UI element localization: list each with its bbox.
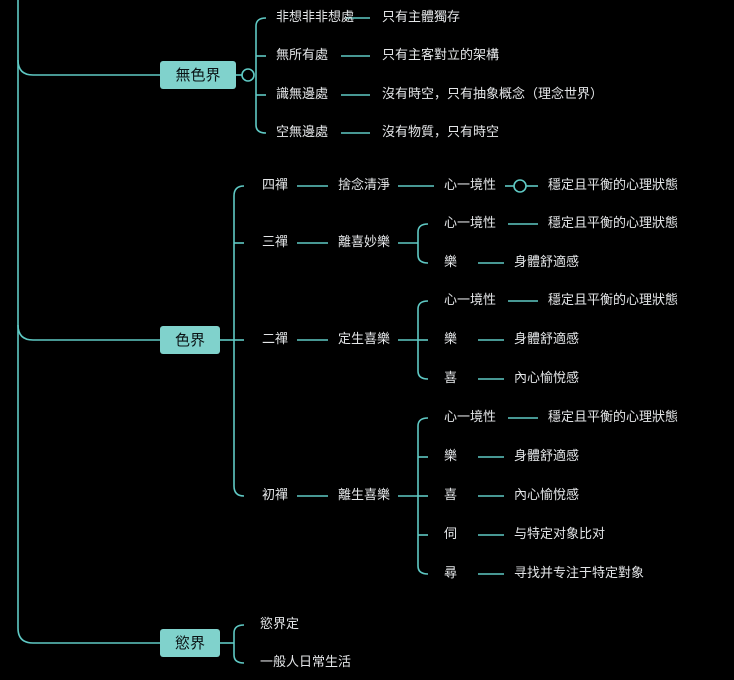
collapse-toggle-circle: [241, 68, 255, 82]
collapse-toggle-circle: [513, 179, 527, 193]
formless-item-name: 無所有處: [276, 48, 329, 63]
factor-name: 樂: [444, 332, 458, 347]
factor-desc: 寻找并专注于特定對象: [514, 566, 645, 581]
jhana-name: 二禪: [262, 332, 289, 347]
jhana-state: 定生喜樂: [338, 332, 391, 347]
formless-item-desc: 沒有時空，只有抽象概念（理念世界）: [382, 87, 604, 102]
realm-node-form[interactable]: 色界: [160, 326, 220, 354]
factor-desc: 內心愉悅感: [514, 371, 580, 386]
factor-name: 喜: [444, 371, 458, 386]
jhana-name: 四禪: [262, 178, 289, 193]
factor-name: 心一境性: [444, 216, 497, 231]
trunk-line: [17, 0, 160, 644]
connector-lines: [17, 0, 538, 664]
factor-desc: 与特定对象比对: [514, 527, 606, 542]
jhana-state: 捨念清淨: [338, 178, 391, 193]
factor-name: 心一境性: [444, 178, 497, 193]
formless-item-desc: 只有主客對立的架構: [382, 48, 500, 63]
factor-desc: 穩定且平衡的心理狀態: [548, 410, 679, 425]
factor-desc: 內心愉悅感: [514, 488, 580, 503]
trunk-branch-formless: [17, 59, 160, 76]
formless-item-desc: 只有主體獨存: [382, 10, 461, 25]
factor-name: 樂: [444, 255, 458, 270]
desire-item: 一般人日常生活: [260, 655, 352, 670]
jhana-state: 離生喜樂: [338, 488, 391, 503]
formless-item-name: 識無邊處: [276, 87, 329, 102]
formless-bracket: [255, 17, 267, 134]
jhana-state: 離喜妙樂: [338, 235, 391, 250]
factor-desc: 身體舒適感: [514, 449, 580, 464]
factor-desc: 身體舒適感: [514, 332, 580, 347]
jhana-name: 三禪: [262, 235, 289, 250]
desire-bracket: [233, 624, 245, 664]
factor-name: 尋: [444, 566, 458, 581]
factor-bracket: [417, 223, 429, 264]
formless-item-name: 空無邊處: [276, 125, 329, 140]
factor-name: 喜: [444, 488, 458, 503]
factor-desc: 身體舒適感: [514, 255, 580, 270]
form-bracket: [233, 185, 245, 497]
formless-item-desc: 沒有物質，只有時空: [382, 125, 500, 140]
factor-desc: 穩定且平衡的心理狀態: [548, 178, 679, 193]
realm-node-desire[interactable]: 慾界: [160, 629, 220, 657]
desire-item: 慾界定: [260, 617, 300, 632]
factor-name: 心一境性: [444, 410, 497, 425]
factor-name: 伺: [444, 527, 458, 542]
factor-desc: 穩定且平衡的心理狀態: [548, 293, 679, 308]
factor-desc: 穩定且平衡的心理狀態: [548, 216, 679, 231]
factor-name: 心一境性: [444, 293, 497, 308]
realm-node-formless[interactable]: 無色界: [160, 61, 236, 89]
trunk-branch-form: [17, 324, 160, 341]
formless-item-name: 非想非非想處: [276, 10, 355, 25]
jhana-name: 初禪: [262, 488, 289, 503]
factor-name: 樂: [444, 449, 458, 464]
